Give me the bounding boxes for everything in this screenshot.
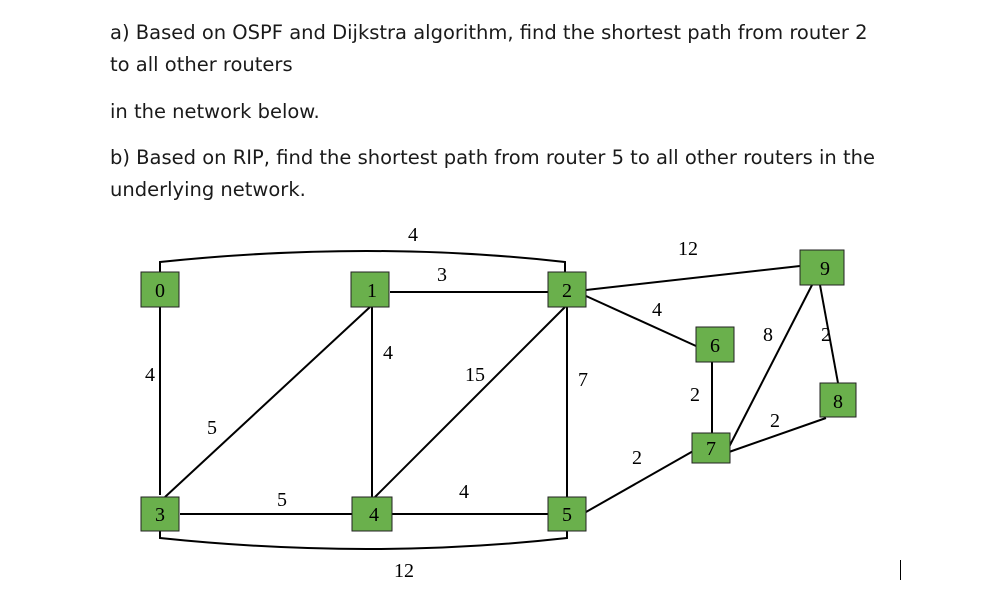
edge-5-7 bbox=[585, 449, 696, 513]
router-node-5: 5 bbox=[547, 496, 587, 532]
question-part-a-line1: a) Based on OSPF and Dijkstra algorithm,… bbox=[110, 21, 868, 44]
weight-9-8: 2 bbox=[821, 324, 831, 346]
edge-9-8 bbox=[819, 284, 839, 384]
weight-5-7: 2 bbox=[632, 447, 642, 469]
question-part-a: a) Based on OSPF and Dijkstra algorithm,… bbox=[110, 17, 910, 81]
router-label-4: 4 bbox=[369, 504, 379, 526]
edge-2-9 bbox=[585, 265, 801, 291]
router-label-0: 0 bbox=[155, 280, 165, 302]
router-label-2: 2 bbox=[562, 280, 572, 302]
weight-4-5: 4 bbox=[459, 481, 469, 503]
router-node-2: 2 bbox=[547, 271, 587, 308]
weight-1-2: 3 bbox=[437, 264, 447, 286]
weight-2-9: 12 bbox=[678, 238, 698, 260]
router-node-7: 7 bbox=[691, 432, 731, 464]
weight-0-2: 4 bbox=[408, 224, 418, 246]
router-label-7: 7 bbox=[706, 438, 716, 460]
weight-3-4: 5 bbox=[277, 489, 287, 511]
question-part-a-line3: in the network below. bbox=[110, 100, 320, 123]
weight-0-3: 4 bbox=[145, 364, 155, 386]
question-part-a-line2: to all other routers bbox=[110, 53, 293, 76]
router-label-8: 8 bbox=[833, 391, 843, 413]
weight-2-5: 7 bbox=[578, 369, 588, 391]
edge-2-4 bbox=[374, 306, 566, 498]
weight-1-3: 5 bbox=[207, 417, 217, 439]
edge-3-5 bbox=[159, 531, 568, 550]
router-label-3: 3 bbox=[155, 504, 165, 526]
router-label-6: 6 bbox=[710, 335, 720, 357]
router-label-9: 9 bbox=[820, 258, 830, 280]
router-node-6: 6 bbox=[695, 326, 735, 363]
weight-3-5: 12 bbox=[394, 560, 414, 582]
router-node-4: 4 bbox=[351, 496, 393, 532]
router-node-0: 0 bbox=[140, 271, 180, 308]
router-label-1: 1 bbox=[367, 280, 377, 302]
edge-0-2 bbox=[159, 250, 566, 272]
edge-2-6 bbox=[585, 295, 697, 347]
weight-1-4: 4 bbox=[383, 342, 393, 364]
text-cursor bbox=[900, 560, 901, 580]
router-node-9: 9 bbox=[799, 249, 845, 286]
edge-7-8 bbox=[728, 417, 827, 453]
weight-2-6: 4 bbox=[652, 299, 662, 321]
weight-6-7: 2 bbox=[690, 384, 700, 406]
weight-7-8: 2 bbox=[770, 410, 780, 432]
router-node-8: 8 bbox=[819, 382, 857, 418]
question-part-b: b) Based on RIP, find the shortest path … bbox=[110, 146, 875, 201]
router-label-5: 5 bbox=[562, 504, 572, 526]
weight-7-9: 8 bbox=[763, 324, 773, 346]
edge-1-3 bbox=[164, 306, 371, 498]
weight-2-4: 15 bbox=[465, 364, 485, 386]
router-node-1: 1 bbox=[350, 271, 390, 308]
edge-7-9 bbox=[728, 284, 813, 448]
router-node-3: 3 bbox=[140, 496, 180, 532]
